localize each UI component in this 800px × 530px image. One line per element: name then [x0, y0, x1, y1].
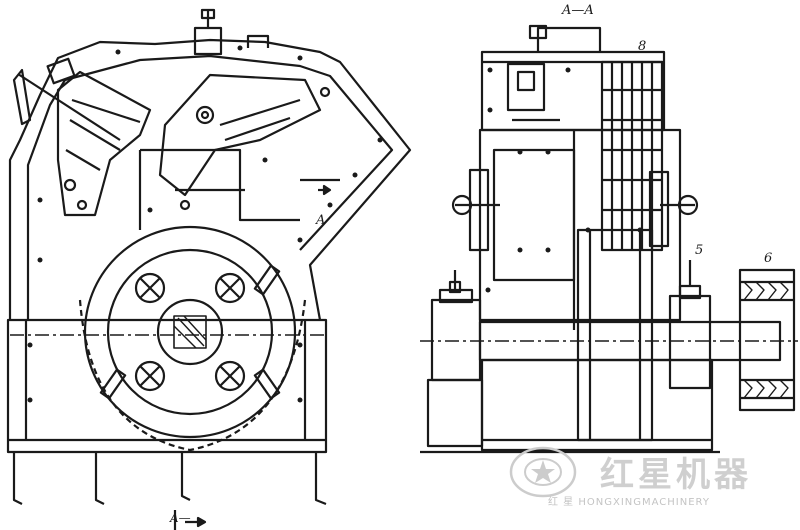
handwheel-left: [451, 168, 500, 252]
hammer-pins: [134, 272, 246, 392]
lower-housing: [480, 358, 714, 452]
bearing-cover: [506, 62, 546, 112]
part-6-label: 6: [764, 251, 773, 266]
rotor-disc-inner: [106, 248, 274, 416]
rotor-shaft: [173, 315, 207, 349]
brand-watermark-logo: [509, 446, 577, 498]
base-feet: [12, 452, 327, 506]
part-8-label: 8: [638, 39, 647, 54]
section-mark-label: A: [316, 213, 326, 228]
center-frame: [138, 148, 300, 230]
bearing-left: [430, 298, 482, 382]
base-frame: [6, 318, 328, 454]
rotor-disc-outer: [83, 225, 297, 439]
part-5-label: 5: [695, 243, 704, 258]
section-bolts: [485, 67, 643, 293]
section-body: [478, 128, 682, 322]
grate-bars: [600, 60, 664, 252]
bearing-right: [668, 294, 712, 390]
section-title-label: A—A: [562, 3, 594, 18]
feed-pipe: [536, 26, 602, 52]
housing-liner: [26, 54, 394, 320]
pulley: [738, 268, 796, 412]
section-view: [420, 24, 798, 454]
section-mark-bottom-label: A—: [170, 511, 191, 525]
top-handle: [246, 34, 270, 48]
grate-arc: [78, 299, 307, 452]
housing-bolts: [27, 45, 383, 403]
brand-watermark-cn: 红星机器: [600, 455, 752, 495]
base-left: [426, 378, 484, 448]
breaker-plate-right: [158, 73, 322, 197]
brand-watermark-en: 红 星 HONGXINGMACHINERY: [548, 497, 710, 508]
rotor-hub: [156, 298, 224, 366]
front-view: [6, 8, 412, 530]
hinge-latch: [12, 68, 32, 126]
handwheel-right: [648, 170, 699, 248]
hammers: [99, 264, 281, 400]
housing-outline: [8, 38, 412, 321]
breaker-plate-left: [56, 70, 152, 217]
